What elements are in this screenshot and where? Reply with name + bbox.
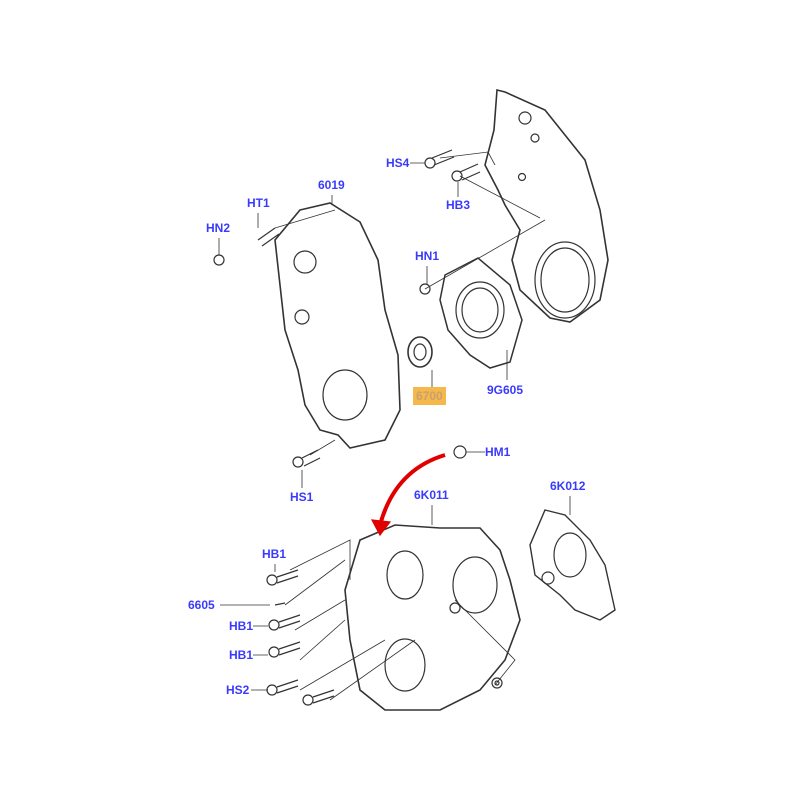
rear-cover-plate <box>484 88 609 323</box>
callout-HS4[interactable]: HS4 <box>386 156 410 170</box>
callout-HN1[interactable]: HN1 <box>415 249 440 263</box>
callout-HT1[interactable]: HT1 <box>247 196 270 210</box>
callout-6019[interactable]: 6019 <box>318 178 345 192</box>
oil-seal-6700 <box>407 336 433 368</box>
callout-HS1[interactable]: HS1 <box>290 490 314 504</box>
callout-HB1[interactable]: HB1 <box>262 547 287 561</box>
nut-hn1 <box>419 283 431 295</box>
seal-housing-9G605 <box>439 257 523 369</box>
callout-HS2[interactable]: HS2 <box>226 683 250 697</box>
callout-HB1[interactable]: HB1 <box>229 619 254 633</box>
callout-HB3[interactable]: HB3 <box>446 198 471 212</box>
front-plate-6K011 <box>344 524 521 711</box>
stud-ht1 <box>257 227 280 247</box>
dowel-hm1 <box>453 445 467 459</box>
callout-6K012[interactable]: 6K012 <box>550 479 586 493</box>
timing-cover-6019 <box>274 202 401 449</box>
callout-HN2[interactable]: HN2 <box>206 221 231 235</box>
callout-6700-highlighted[interactable]: 6700 <box>413 387 446 405</box>
callout-6K011[interactable]: 6K011 <box>414 488 449 502</box>
gasket-6K012 <box>529 509 616 621</box>
nut-hn2 <box>213 254 225 266</box>
install-direction-arrow <box>378 453 446 526</box>
bolt-hs1 <box>301 449 321 467</box>
callout-9G605[interactable]: 9G605 <box>487 383 524 397</box>
callout-6605[interactable]: 6605 <box>188 598 215 612</box>
bolt-hs4 <box>431 149 455 166</box>
callout-HB1[interactable]: HB1 <box>229 648 254 662</box>
callout-HM1[interactable]: HM1 <box>485 445 511 459</box>
lower-bolts <box>266 569 503 706</box>
rear-cover-seal-bore <box>534 241 596 319</box>
